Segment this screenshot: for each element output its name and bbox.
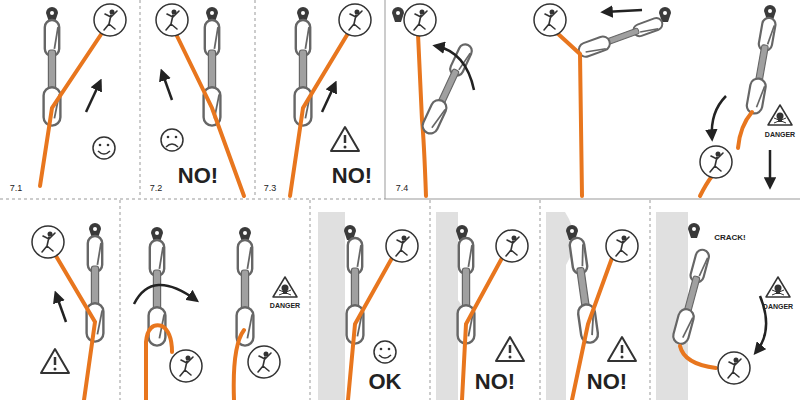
danger-text: DANGER xyxy=(763,303,793,310)
sound-text: CRACK! xyxy=(714,234,746,242)
verdict-text: NO! xyxy=(332,165,372,187)
figure-bottom-d xyxy=(456,225,528,400)
panel-border xyxy=(385,0,800,199)
figure-bottom-c xyxy=(344,225,418,400)
danger-text: DANGER xyxy=(765,131,795,138)
panel-divider xyxy=(0,0,650,400)
figure-bottom-a xyxy=(32,223,103,400)
figure-7-2 xyxy=(156,4,244,196)
panel-number: 7.3 xyxy=(264,184,277,193)
verdict-text: OK xyxy=(369,371,402,393)
rock-wall xyxy=(318,212,688,400)
panel-number: 7.1 xyxy=(10,184,23,193)
verdict-text: NO! xyxy=(475,371,515,393)
verdict-text: NO! xyxy=(178,165,218,187)
figure-bottom-e xyxy=(566,225,638,400)
panel-number: 7.4 xyxy=(396,184,409,193)
verdict-text: NO! xyxy=(587,371,627,393)
figure-7-1 xyxy=(40,4,126,186)
figure-bottom-b xyxy=(134,227,297,400)
panel-number: 7.2 xyxy=(150,184,163,193)
danger-text: DANGER xyxy=(270,302,300,309)
figure-7-4 xyxy=(392,4,792,196)
